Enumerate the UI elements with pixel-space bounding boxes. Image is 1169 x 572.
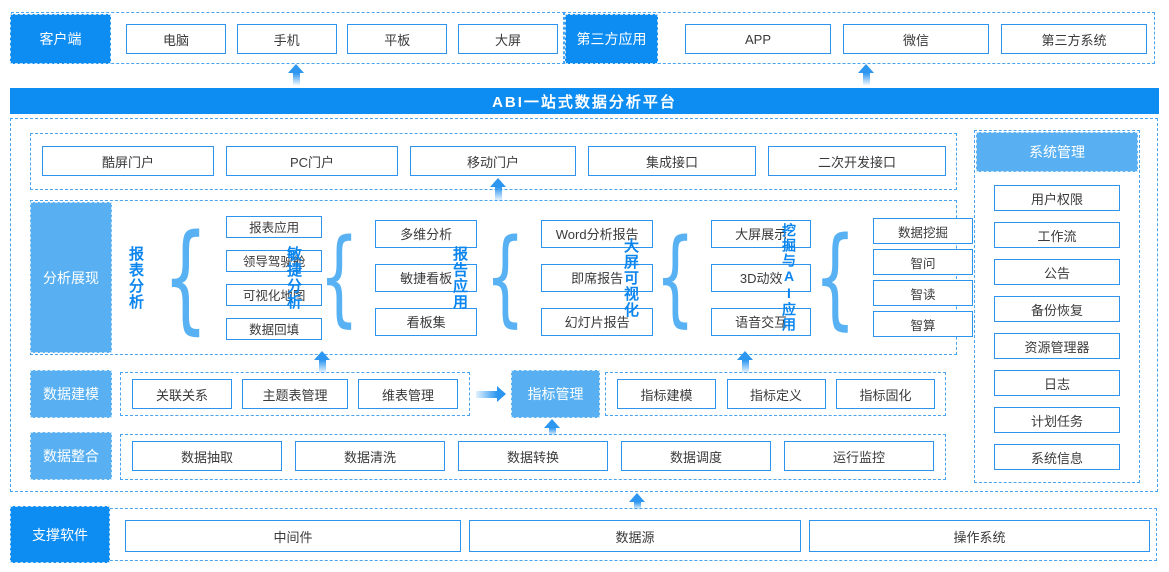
analysis-item: 可视化地图 xyxy=(226,283,323,306)
third-party-item-wechat: 微信 xyxy=(843,24,989,54)
system-item-user-permissions: 用户权限 xyxy=(994,185,1120,211)
up-arrow-modeling-left xyxy=(314,351,330,374)
analysis-item: 即席报告 xyxy=(541,263,654,292)
analysis-label: 分析展现 xyxy=(30,202,112,353)
analysis-item: 领导驾驶舱 xyxy=(226,249,323,272)
analysis-group-mining-ai: 挖掘与AI应用 数据挖掘 智问 智读 智算 xyxy=(780,206,973,349)
portal-item-mobile: 移动门户 xyxy=(410,146,576,176)
integration-item: 运行监控 xyxy=(784,441,934,471)
support-item-datasource: 数据源 xyxy=(469,520,801,552)
third-party-label: 第三方应用 xyxy=(565,14,658,64)
up-arrow-client xyxy=(288,64,304,86)
analysis-item: 3D动效 xyxy=(711,263,812,292)
platform-banner: ABI一站式数据分析平台 xyxy=(10,88,1159,114)
system-item-workflow: 工作流 xyxy=(994,222,1120,248)
analysis-item: 报表应用 xyxy=(226,215,323,238)
system-section-frame xyxy=(974,130,1140,483)
client-item-pc: 电脑 xyxy=(126,24,226,54)
client-item-bigscreen: 大屏 xyxy=(457,24,558,54)
analysis-item: Word分析报告 xyxy=(541,219,654,248)
indicator-item: 指标固化 xyxy=(836,379,935,409)
client-item-phone: 手机 xyxy=(236,24,337,54)
portal-item-dev-api: 二次开发接口 xyxy=(768,146,946,176)
third-party-section-frame xyxy=(563,12,1155,64)
integration-item: 数据转换 xyxy=(458,441,608,471)
modeling-item: 主题表管理 xyxy=(242,379,348,409)
third-party-item-external: 第三方系统 xyxy=(1001,24,1147,54)
up-arrow-third-party xyxy=(858,64,874,86)
analysis-group-agile-analysis: 敏捷分析 多维分析 敏捷看板 看板集 xyxy=(284,206,478,349)
analysis-group-report-analysis: 报表分析 报表应用 领导驾驶舱 可视化地图 数据回填 xyxy=(126,206,323,349)
analysis-item: 智读 xyxy=(873,280,973,306)
group-title-agile-analysis: 敏捷分析 xyxy=(285,245,302,310)
support-label: 支撑软件 xyxy=(10,506,110,563)
up-arrow-indicator xyxy=(544,419,560,436)
analysis-item: 多维分析 xyxy=(375,219,478,248)
analysis-group-report-application: 报告应用 Word分析报告 即席报告 幻灯片报告 xyxy=(450,206,654,349)
integration-item: 数据调度 xyxy=(621,441,771,471)
third-party-item-app: APP xyxy=(685,24,831,54)
portal-section-frame xyxy=(30,133,957,190)
modeling-label: 数据建模 xyxy=(30,370,112,418)
system-item-scheduled-tasks: 计划任务 xyxy=(994,407,1120,433)
support-item-middleware: 中间件 xyxy=(125,520,461,552)
integration-item: 数据抽取 xyxy=(132,441,282,471)
brace-icon xyxy=(163,223,208,332)
analysis-item: 大屏展示 xyxy=(711,219,812,248)
brace-icon xyxy=(655,230,695,326)
group-title-report-application: 报告应用 xyxy=(451,245,468,310)
platform-body-frame xyxy=(10,118,1158,492)
analysis-item: 智问 xyxy=(873,249,973,275)
analysis-item: 数据挖掘 xyxy=(873,218,973,244)
group-title-bigscreen-visualization: 大屏可视化 xyxy=(622,237,639,318)
system-items: 用户权限 工作流 公告 备份恢复 资源管理器 日志 计划任务 系统信息 xyxy=(974,185,1140,481)
analysis-item: 幻灯片报告 xyxy=(541,307,654,336)
modeling-item: 关联关系 xyxy=(132,379,232,409)
brace-icon xyxy=(814,227,856,328)
integration-label: 数据整合 xyxy=(30,432,112,480)
analysis-group-bigscreen-visualization: 大屏可视化 大屏展示 3D动效 语音交互 xyxy=(622,206,812,349)
analysis-item: 语音交互 xyxy=(711,307,812,336)
portal-item-integration-api: 集成接口 xyxy=(588,146,756,176)
indicator-label: 指标管理 xyxy=(511,370,600,418)
up-arrow-portal xyxy=(490,178,506,202)
integration-frame xyxy=(120,434,946,480)
group-title-mining-ai: 挖掘与AI应用 xyxy=(781,223,797,332)
up-arrow-modeling-right xyxy=(737,351,753,374)
right-arrow-indicator xyxy=(476,386,506,402)
indicator-item: 指标定义 xyxy=(726,379,826,409)
indicator-item: 指标建模 xyxy=(617,379,716,409)
modeling-item: 维表管理 xyxy=(358,379,458,409)
system-item-backup-restore: 备份恢复 xyxy=(994,296,1120,322)
client-label: 客户端 xyxy=(10,14,111,64)
portal-item-pc: PC门户 xyxy=(226,146,398,176)
modeling-frame xyxy=(120,372,470,416)
up-arrow-support xyxy=(629,493,645,510)
system-label: 系统管理 xyxy=(976,132,1138,172)
system-item-announcement: 公告 xyxy=(994,259,1120,285)
support-item-os: 操作系统 xyxy=(809,520,1150,552)
group-title-report-analysis: 报表分析 xyxy=(127,245,144,310)
analysis-item: 敏捷看板 xyxy=(375,263,478,292)
analysis-item: 看板集 xyxy=(375,307,478,336)
system-item-resource-manager: 资源管理器 xyxy=(994,333,1120,359)
system-item-logs: 日志 xyxy=(994,370,1120,396)
analysis-item: 智算 xyxy=(873,311,973,337)
indicator-frame xyxy=(605,372,946,416)
portal-item-coolscreen: 酷屏门户 xyxy=(42,146,214,176)
integration-item: 数据清洗 xyxy=(295,441,445,471)
brace-icon xyxy=(319,230,359,326)
brace-icon xyxy=(485,230,525,326)
client-item-tablet: 平板 xyxy=(347,24,448,54)
system-item-system-info: 系统信息 xyxy=(994,444,1120,470)
